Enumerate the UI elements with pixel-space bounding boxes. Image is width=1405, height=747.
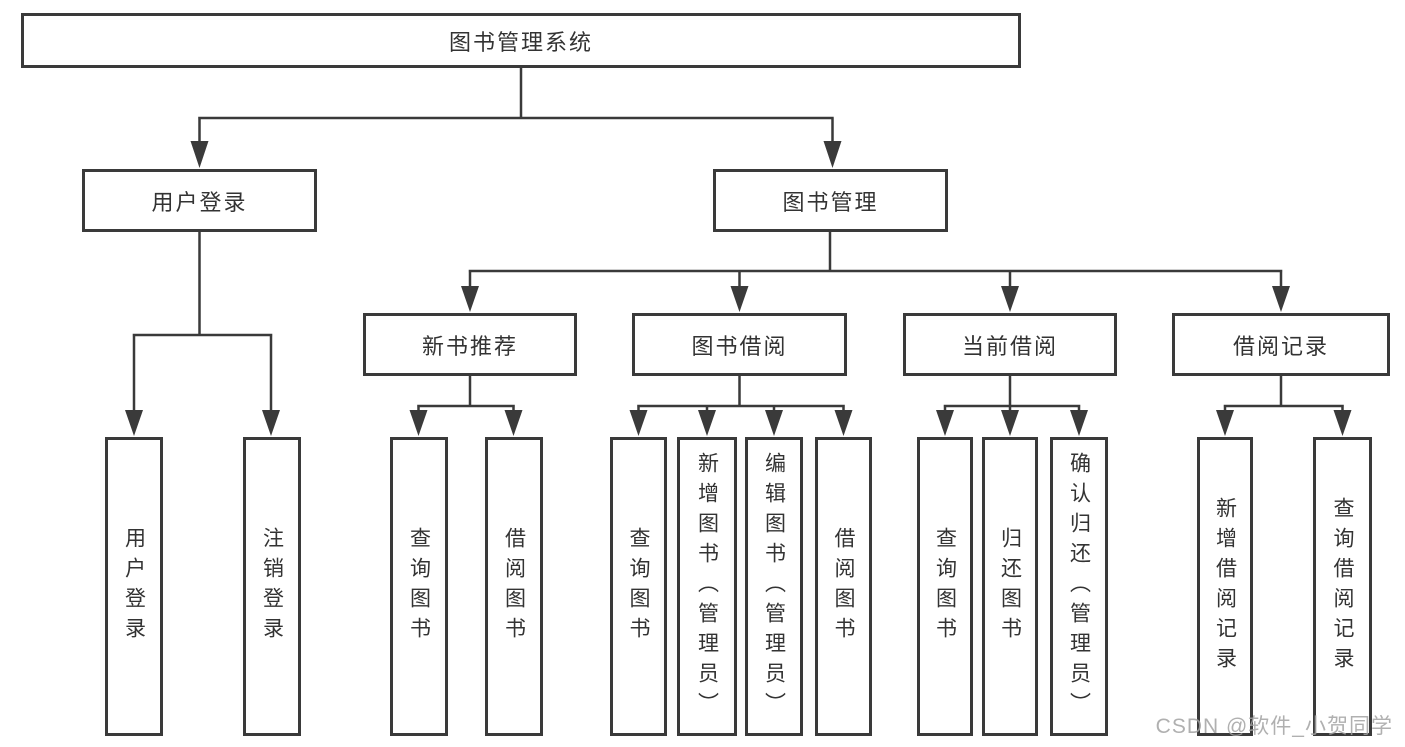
connector-book-mgmt-to-level3 bbox=[468, 232, 1283, 288]
node-root: 图书管理系统 bbox=[21, 13, 1021, 68]
node-leaf-return-books: 归还图书 bbox=[982, 437, 1038, 736]
node-leaf-borrow-books: 借阅图书 bbox=[815, 437, 872, 736]
node-leaf-edit-book-admin: 编辑图书（管理员） bbox=[745, 437, 803, 736]
arrowheads-user-login-leaves bbox=[125, 410, 280, 436]
connector-book-borrow bbox=[637, 376, 845, 412]
connector-root-to-level2 bbox=[198, 68, 834, 143]
node-leaf-confirm-return-admin: 确认归还（管理员） bbox=[1050, 437, 1108, 736]
node-leaf-logout: 注销登录 bbox=[243, 437, 301, 736]
arrowheads-borrow-records bbox=[1216, 410, 1352, 436]
node-leaf-add-book-admin: 新增图书（管理员） bbox=[677, 437, 737, 736]
node-leaf-query-books-borrow: 查询图书 bbox=[610, 437, 667, 736]
arrowheads-current-borrow bbox=[936, 410, 1088, 436]
connector-borrow-records bbox=[1223, 376, 1344, 412]
node-new-book-recommend: 新书推荐 bbox=[363, 313, 577, 376]
node-user-login: 用户登录 bbox=[82, 169, 317, 232]
connector-current-borrow bbox=[943, 376, 1081, 412]
arrowheads-book-borrow bbox=[629, 410, 853, 436]
connector-user-login-to-leaves bbox=[132, 232, 273, 412]
connector-new-book-recommend bbox=[417, 376, 515, 412]
node-leaf-query-borrow-record: 查询借阅记录 bbox=[1313, 437, 1372, 736]
node-leaf-borrow-books-recommend: 借阅图书 bbox=[485, 437, 543, 736]
node-book-management: 图书管理 bbox=[713, 169, 948, 232]
watermark: CSDN @软件_小贺同学 bbox=[1155, 715, 1393, 738]
node-leaf-query-books-current: 查询图书 bbox=[917, 437, 973, 736]
node-current-borrow: 当前借阅 bbox=[903, 313, 1117, 376]
node-book-borrow: 图书借阅 bbox=[632, 313, 847, 376]
node-leaf-query-books-recommend: 查询图书 bbox=[390, 437, 448, 736]
arrowheads-level3 bbox=[461, 286, 1290, 312]
arrowheads-level2 bbox=[190, 141, 842, 168]
node-borrow-records: 借阅记录 bbox=[1172, 313, 1390, 376]
node-leaf-add-borrow-record: 新增借阅记录 bbox=[1197, 437, 1253, 736]
node-leaf-user-login: 用户登录 bbox=[105, 437, 163, 736]
arrowheads-new-book-recommend bbox=[409, 410, 523, 436]
